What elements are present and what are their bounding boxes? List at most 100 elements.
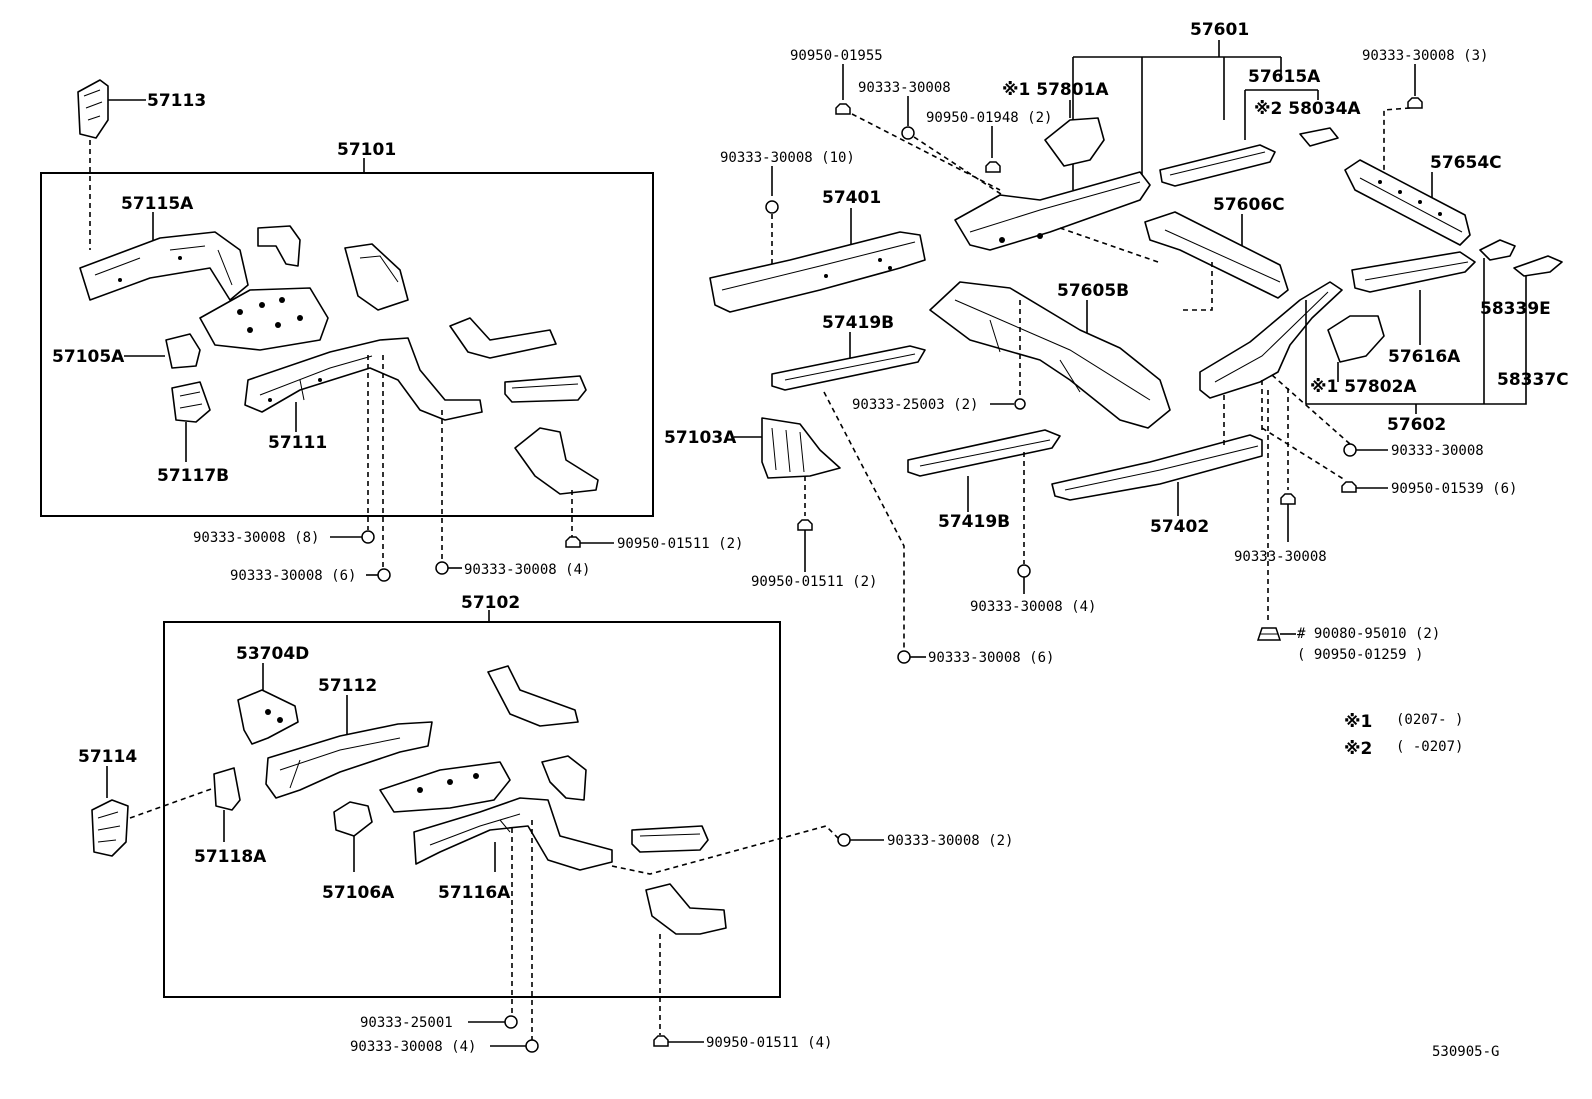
part-channel-a (504, 375, 587, 403)
part-57115A (79, 231, 249, 301)
nut-icon (1280, 493, 1296, 505)
part-channel-b (631, 825, 709, 853)
label-58339E: 58339E (1480, 299, 1551, 319)
note1-range: (0207- ) (1396, 712, 1463, 728)
part-57616A (1351, 251, 1476, 293)
nut-icon (797, 519, 813, 531)
part-bracket-d (514, 427, 599, 495)
label-57117B: 57117B (157, 466, 229, 486)
part-bracket-f (541, 755, 587, 801)
label-57606C: 57606C (1213, 195, 1285, 215)
part-bracket-e (487, 665, 579, 727)
label-f7: 90333-30008 (1391, 443, 1484, 459)
part-57419B-top (771, 345, 926, 391)
label-57103A: 57103A (664, 428, 737, 448)
label-f13: # 90080-95010 (2) (1297, 626, 1440, 642)
label-57118A: 57118A (194, 847, 267, 867)
label-57113: 57113 (147, 91, 206, 111)
group-box-57102 (163, 621, 781, 998)
label-53704D: 53704D (236, 644, 309, 664)
label-f22: 90950-01511 (4) (706, 1035, 832, 1051)
label-57401: 57401 (822, 188, 881, 208)
label-57615A: 57615A (1248, 67, 1321, 87)
nut-icon (1341, 481, 1357, 493)
part-57106A (333, 801, 373, 837)
label-f17: 90333-30008 (4) (464, 562, 590, 578)
label-57102: 57102 (461, 593, 520, 613)
label-57115A: 57115A (121, 194, 194, 214)
nut-icon (565, 536, 581, 548)
part-57113 (77, 79, 109, 139)
part-57654C (1344, 159, 1471, 246)
part-57802A (1327, 315, 1385, 363)
note1-mark: ※1 (1344, 712, 1372, 732)
label-f18: 90950-01511 (2) (617, 536, 743, 552)
part-57605B (929, 281, 1171, 429)
label-57116A: 57116A (438, 883, 511, 903)
label-f4: 90333-30008 (10) (720, 150, 855, 166)
part-57801A (1044, 117, 1105, 167)
label-f12: 90333-30008 (6) (928, 650, 1054, 666)
grommet-icon (1256, 627, 1282, 641)
part-57601-rail (954, 171, 1151, 251)
label-f5: 90333-30008 (3) (1362, 48, 1488, 64)
part-58337C (1513, 255, 1563, 277)
label-57111: 57111 (268, 433, 327, 453)
label-57601: 57601 (1190, 20, 1249, 40)
label-f16: 90333-30008 (6) (230, 568, 356, 584)
label-f15: 90333-30008 (8) (193, 530, 319, 546)
label-f19: 90333-30008 (2) (887, 833, 1013, 849)
part-57111 (244, 337, 483, 421)
label-57605B: 57605B (1057, 281, 1129, 301)
part-bracket-a (257, 225, 301, 267)
nut-icon (653, 1035, 669, 1047)
part-plate-holes (199, 287, 329, 351)
nut-icon (985, 161, 1001, 173)
label-58034A: ※2 58034A (1254, 99, 1361, 119)
label-f14: ( 90950-01259 ) (1297, 647, 1423, 663)
part-58034A (1299, 127, 1339, 147)
label-f8: 90950-01539 (6) (1391, 481, 1517, 497)
label-57101: 57101 (337, 140, 396, 160)
label-f21: 90333-30008 (4) (350, 1039, 476, 1055)
label-f10: 90950-01511 (2) (751, 574, 877, 590)
part-57401 (709, 231, 926, 313)
part-57116A (413, 797, 613, 871)
label-57801A: ※1 57801A (1002, 80, 1109, 100)
part-58339E (1479, 239, 1516, 261)
label-f2: 90333-30008 (858, 80, 951, 96)
part-plate-lower (379, 761, 511, 813)
label-57616A: 57616A (1388, 347, 1461, 367)
label-57654C: 57654C (1430, 153, 1502, 173)
label-f3: 90950-01948 (2) (926, 110, 1052, 126)
part-57419B-bottom (907, 429, 1061, 477)
note2-range: ( -0207) (1396, 739, 1463, 755)
part-57117B (171, 381, 211, 423)
label-f1: 90950-01955 (790, 48, 883, 64)
part-57118A (213, 767, 241, 811)
part-53704D (237, 689, 299, 745)
part-57114 (91, 799, 129, 857)
label-57105A: 57105A (52, 347, 125, 367)
figure-id: 530905-G (1432, 1044, 1499, 1060)
note2-mark: ※2 (1344, 739, 1372, 759)
label-f6: 90333-25003 (2) (852, 397, 978, 413)
label-58337C: 58337C (1497, 370, 1569, 390)
part-bracket-b (344, 243, 409, 311)
part-57112 (265, 721, 433, 799)
part-57615A (1159, 144, 1276, 187)
label-57419B-bottom: 57419B (938, 512, 1010, 532)
part-bracket-c (449, 317, 557, 359)
part-57606C (1144, 211, 1289, 299)
label-f20: 90333-25001 (360, 1015, 453, 1031)
part-bracket-g (645, 883, 727, 935)
label-57112: 57112 (318, 676, 377, 696)
label-57114: 57114 (78, 747, 137, 767)
label-57419B-top: 57419B (822, 313, 894, 333)
label-f11: 90333-30008 (4) (970, 599, 1096, 615)
label-57106A: 57106A (322, 883, 395, 903)
group-box-57101 (40, 172, 654, 517)
label-57602: 57602 (1387, 415, 1446, 435)
part-57103A (761, 417, 841, 479)
